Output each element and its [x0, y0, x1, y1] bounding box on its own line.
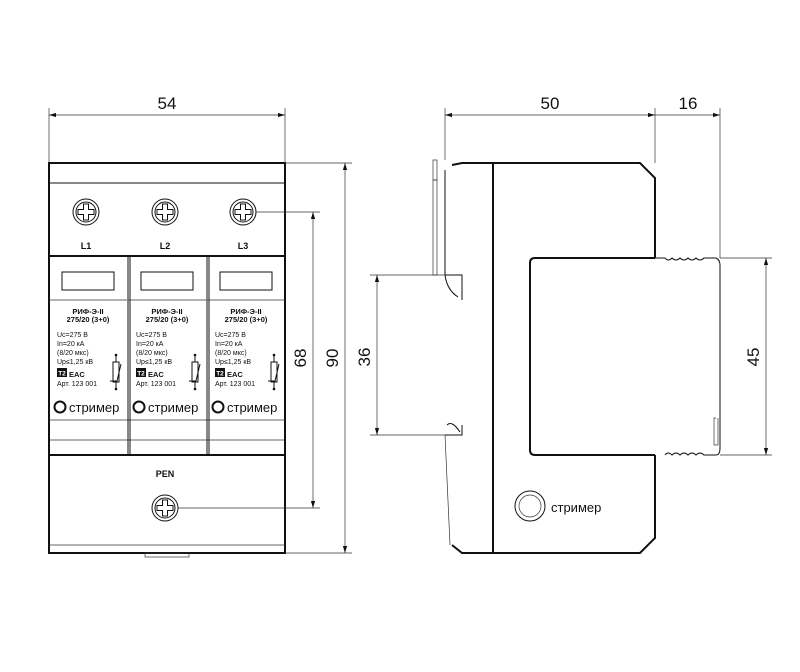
article-label: Арт. 123 001: [215, 381, 255, 388]
indicator-window: [219, 271, 273, 291]
dimension-depth: 50: [444, 94, 656, 163]
indicator-window: [61, 271, 115, 291]
model-label: РИФ-Э-II: [151, 307, 182, 316]
dimension-label: 90: [323, 349, 342, 368]
in-label: In=20 кА: [136, 341, 164, 348]
uc-label: Uc=275 В: [136, 332, 167, 339]
model-label: РИФ-Э-II: [230, 307, 261, 316]
article-label: Арт. 123 001: [136, 381, 176, 388]
varistor-dot: [272, 353, 276, 357]
in-label: In=20 кА: [57, 341, 85, 348]
uc-label: Uc=275 В: [57, 332, 88, 339]
model-label: РИФ-Э-II: [72, 307, 103, 316]
screw-icon: [151, 198, 179, 226]
pen-label: PEN: [156, 469, 175, 479]
eac-mark: EAC: [227, 370, 243, 379]
screw-icon: [72, 198, 100, 226]
brand-text: стример: [148, 400, 198, 415]
varistor-icon: [110, 355, 122, 389]
brand-text: стример: [69, 400, 119, 415]
terminal-label: L3: [238, 241, 249, 251]
indicator-window: [140, 271, 194, 291]
rating-label: 275/20 (3+0): [67, 315, 110, 324]
dimension-label: 54: [158, 94, 177, 113]
terminal-l1: L1: [72, 198, 100, 251]
class-badge-label: T2: [216, 371, 224, 378]
terminal-pen: PEN: [151, 469, 179, 522]
dimension-rail: 36: [355, 274, 445, 436]
class-badge: [215, 368, 225, 377]
dimension-face: 45: [720, 257, 772, 456]
terminal-l2: L2: [151, 198, 179, 251]
logo-ring-icon: [211, 400, 225, 414]
dimension-height: 90: [285, 162, 352, 554]
varistor-dot: [114, 353, 118, 357]
screw-icon: [229, 198, 257, 226]
brand-text: стример: [551, 500, 601, 515]
class-badge: [57, 368, 67, 377]
dimension-label: 68: [291, 349, 310, 368]
dimension-label: 45: [744, 348, 763, 367]
screw-icon: [151, 494, 179, 522]
terminal-label: L1: [81, 241, 92, 251]
class-badge-label: T2: [137, 371, 145, 378]
class-badge: [136, 368, 146, 377]
terminal-label: L2: [160, 241, 171, 251]
varistor-dot: [193, 387, 197, 391]
varistor-dot: [193, 353, 197, 357]
in-label: In=20 кА: [215, 341, 243, 348]
eac-mark: EAC: [148, 370, 164, 379]
brand-text: стример: [227, 400, 277, 415]
brand-logo: стример: [514, 490, 601, 522]
dimension-terminal-spacing: 68: [178, 211, 320, 509]
up-label: Up≤1,25 кВ: [57, 359, 93, 366]
article-label: Арт. 123 001: [57, 381, 97, 388]
uc-label: Uc=275 В: [215, 332, 246, 339]
logo-ring-icon: [514, 490, 546, 522]
terminal-l3: L3: [229, 198, 257, 251]
wave-label: (8/20 мкс): [215, 350, 247, 357]
varistor-icon: [189, 355, 201, 389]
varistor-dot: [272, 387, 276, 391]
rating-label: 275/20 (3+0): [225, 315, 268, 324]
logo-ring-icon: [132, 400, 146, 414]
rating-label: 275/20 (3+0): [146, 315, 189, 324]
logo-ring-icon: [53, 400, 67, 414]
dimension-width: 54: [48, 94, 286, 163]
wave-label: (8/20 мкс): [57, 350, 89, 357]
class-badge-label: T2: [58, 371, 66, 378]
varistor-icon: [268, 355, 280, 389]
dimension-label: 36: [355, 348, 374, 367]
varistor-dot: [114, 387, 118, 391]
up-label: Up≤1,25 кВ: [215, 359, 251, 366]
side-housing: [451, 162, 656, 554]
up-label: Up≤1,25 кВ: [136, 359, 172, 366]
dimension-label: 50: [541, 94, 560, 113]
eac-mark: EAC: [69, 370, 85, 379]
dimension-label: 16: [679, 94, 698, 113]
side-view: стример 50 16 36 45: [355, 94, 772, 554]
wave-label: (8/20 мкс): [136, 350, 168, 357]
dimension-protrusion: 16: [655, 94, 721, 258]
